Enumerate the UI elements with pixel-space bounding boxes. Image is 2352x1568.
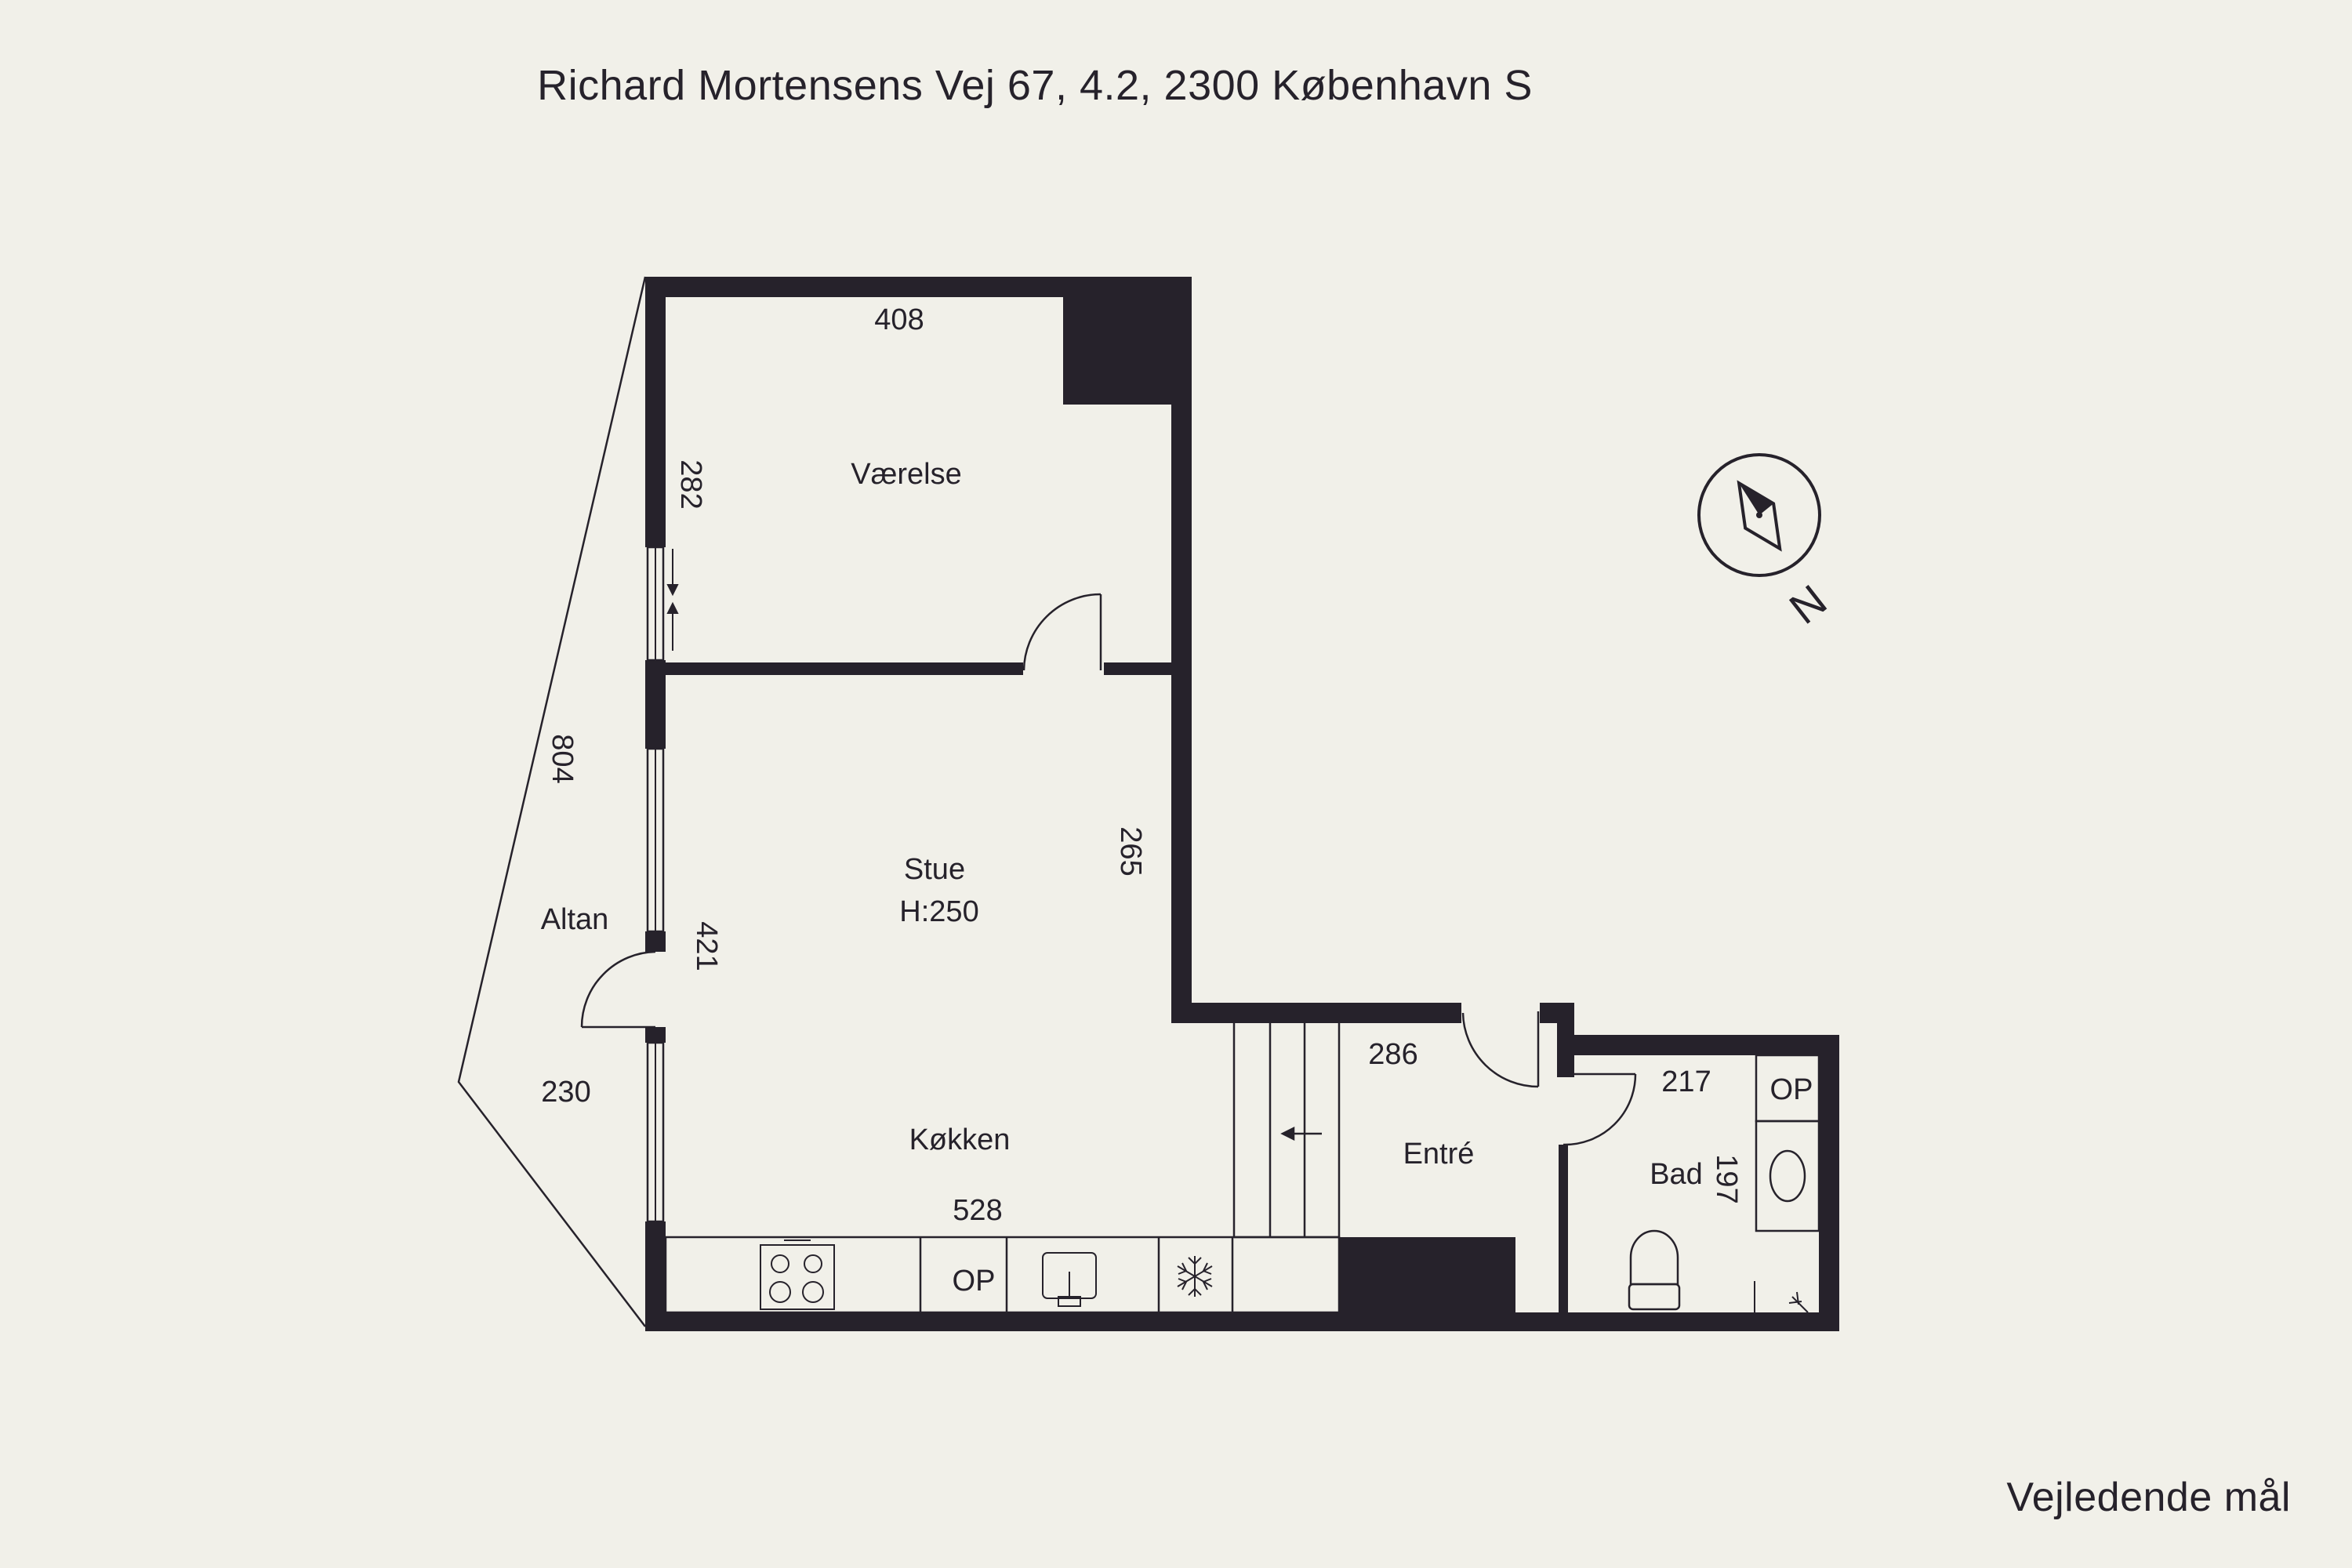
altan-outline [457, 276, 647, 1327]
wall-bath-right [1819, 1035, 1839, 1331]
label-op-kitchen: OP [953, 1265, 996, 1298]
dim-stue-left: 421 [690, 921, 723, 971]
kitchen-counter [664, 1236, 1341, 1314]
room-stue-height: H:250 [899, 895, 978, 928]
wall-bath-top [1557, 1035, 1839, 1055]
dim-stue-right: 265 [1114, 826, 1147, 876]
wall-left-mid-a [645, 660, 666, 749]
dim-kokken-width: 528 [953, 1194, 1002, 1227]
wall-bottom [645, 1312, 1839, 1331]
wall-left-mid-c [645, 1027, 666, 1043]
dim-bad-width: 217 [1661, 1065, 1711, 1098]
room-bad: Bad [1650, 1158, 1703, 1191]
sink-icon [1042, 1252, 1097, 1307]
wall-left-mid-b [645, 931, 666, 952]
dim-entre-width: 286 [1368, 1038, 1417, 1071]
door-altan [580, 950, 656, 1028]
disclaimer-text: Vejledende mål [2006, 1475, 2291, 1520]
room-kokken: Køkken [909, 1123, 1011, 1156]
wall-bath-left-b [1559, 1145, 1568, 1317]
dim-bad-depth: 197 [1710, 1154, 1743, 1203]
address-title: Richard Mortensens Vej 67, 4.2, 2300 Køb… [537, 62, 1533, 109]
compass-north-label: N [1780, 575, 1836, 633]
dim-vaerelse-width: 408 [874, 303, 924, 336]
freezer-snowflake-icon [1177, 1256, 1213, 1297]
room-vaerelse: Værelse [851, 458, 962, 491]
wall-partition-right [1104, 662, 1174, 675]
toilet-icon [1628, 1229, 1681, 1311]
bath-cabinet [1755, 1054, 1820, 1232]
dim-altan-length: 804 [546, 734, 579, 783]
room-entre: Entré [1403, 1138, 1475, 1171]
bath-sink-icon [1769, 1149, 1806, 1203]
stairs-arrow-icon [1280, 1126, 1322, 1142]
label-op-bath: OP [1770, 1073, 1813, 1106]
closet-block [1339, 1237, 1515, 1331]
door-vaerelse [1022, 593, 1102, 671]
hob-icon [760, 1240, 835, 1310]
dim-altan-width: 230 [541, 1076, 590, 1109]
room-stue: Stue [904, 853, 965, 886]
compass-icon [1697, 453, 1821, 577]
dim-vaerelse-depth: 282 [674, 459, 707, 509]
door-entre [1461, 1012, 1539, 1088]
stairs [1232, 1023, 1341, 1239]
wall-bath-left-a [1559, 1055, 1568, 1074]
shower-icon [1754, 1281, 1809, 1313]
shaft-top [1063, 277, 1192, 405]
wall-left-top [645, 277, 666, 547]
door-bad [1563, 1073, 1637, 1146]
vent-arrows-icon [666, 549, 679, 651]
room-altan: Altan [541, 903, 609, 936]
wall-step [1171, 1003, 1461, 1023]
wall-partition-left [666, 662, 1023, 675]
